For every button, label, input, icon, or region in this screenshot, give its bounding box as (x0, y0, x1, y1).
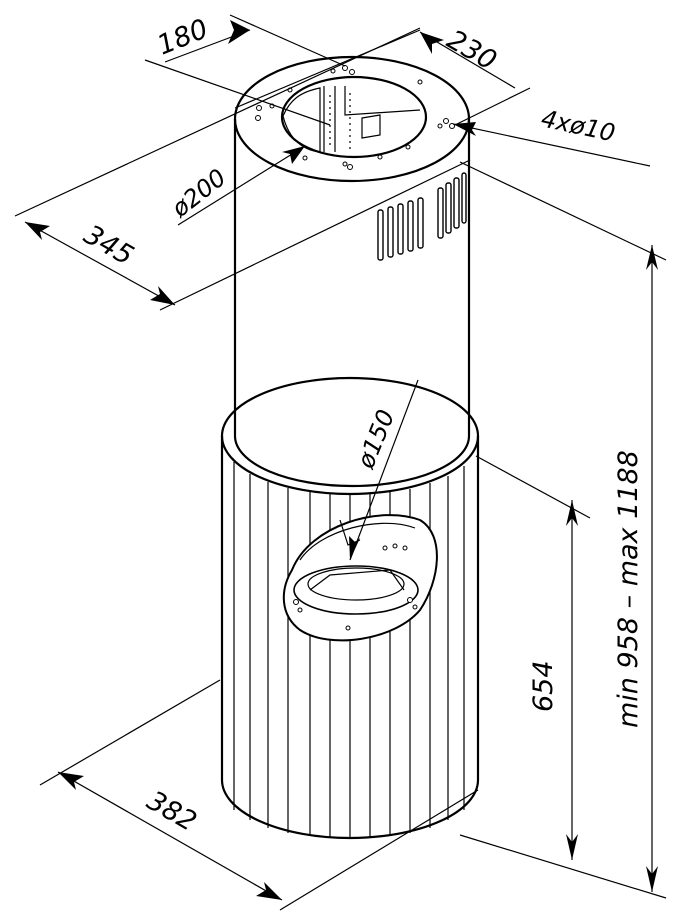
dim-chimney-depth: 345 (79, 219, 139, 272)
mounting-holes (255, 65, 455, 170)
dimension-labels: 180 230 4xø10 ø200 345 ø150 654 min 958 … (79, 13, 645, 837)
upper-chimney (233, 55, 471, 488)
motor-opening (282, 514, 438, 642)
dim-lower-height: 654 (528, 660, 559, 712)
dim-top-depth: 180 (153, 13, 212, 61)
dim-mount-holes: 4xø10 (539, 104, 618, 147)
dim-duct-bottom: ø150 (351, 406, 400, 474)
dim-total-height: min 958 – max 1188 (613, 450, 644, 728)
dim-duct-top: ø200 (166, 163, 232, 223)
lower-body (220, 376, 480, 840)
vent-slots (377, 172, 467, 261)
dim-top-width: 230 (442, 24, 502, 77)
dimension-lines (14, 14, 667, 911)
dim-base-diameter: 382 (142, 785, 202, 838)
fluting (233, 462, 465, 838)
